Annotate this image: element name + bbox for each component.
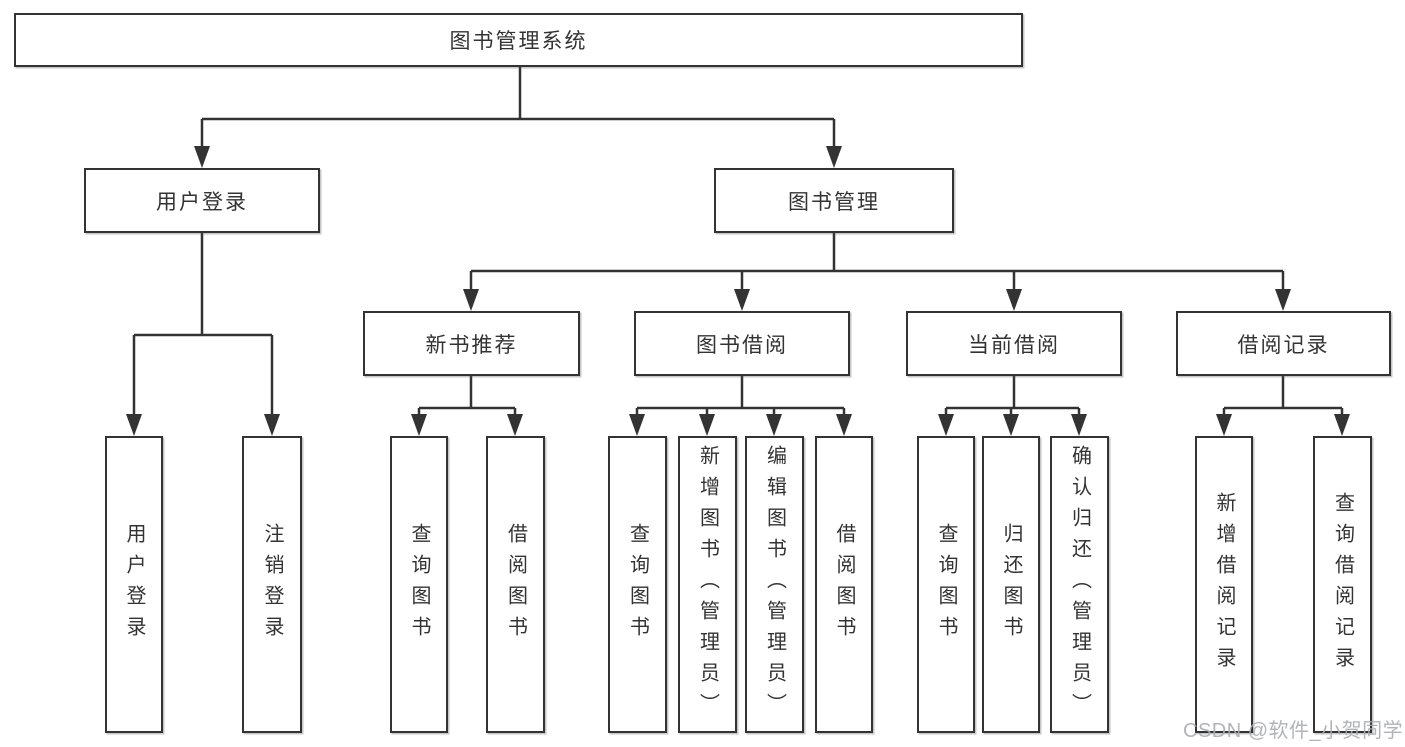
arrowhead-icon [734,289,750,311]
node-book-borrow-label: 图书借阅 [696,333,788,357]
leaf-return-book-label: 归还图书 [1000,522,1022,647]
leaf-newbooks-query: 查询图书 [390,436,448,733]
leaf-borrow-edit-book-admin-label: 编辑图书（管理员） [763,445,786,724]
leaf-user-login-label: 用户登录 [123,522,145,647]
arrowhead-icon [1006,289,1022,311]
node-root: 图书管理系统 [14,13,1023,67]
leaf-borrow-query-label: 查询图书 [626,522,649,647]
leaf-borrow-book: 借阅图书 [815,436,873,733]
connector-bookborrow-to-leaves [635,376,846,418]
arrowhead-icon [411,414,427,436]
arrowhead-icon [826,146,842,168]
node-borrow-records: 借阅记录 [1176,311,1391,376]
arrowhead-icon [629,414,645,436]
connector-currentborrow-to-leaves [944,376,1081,418]
leaf-add-borrow-record-label: 新增借阅记录 [1213,491,1235,678]
arrowhead-icon [463,289,479,311]
arrowhead-icon [1334,414,1350,436]
connector-userlogin-to-leaves [132,233,274,418]
node-root-label: 图书管理系统 [449,30,588,53]
leaf-confirm-return-admin: 确认归还（管理员） [1050,436,1109,733]
leaf-return-book: 归还图书 [982,436,1040,733]
arrowhead-icon [264,414,280,436]
node-book-management: 图书管理 [714,168,954,233]
node-book-borrow: 图书借阅 [634,311,850,376]
node-current-borrow: 当前借阅 [906,311,1122,376]
arrowhead-icon [126,414,142,436]
leaf-newbooks-borrow: 借阅图书 [486,436,545,733]
leaf-query-borrow-record-label: 查询借阅记录 [1331,491,1354,678]
arrowheads [126,146,1350,436]
node-user-login-label: 用户登录 [156,190,248,214]
arrowhead-icon [938,414,954,436]
arrowhead-icon [1216,414,1232,436]
node-borrow-records-label: 借阅记录 [1237,333,1330,357]
node-new-book-recommend-label: 新书推荐 [425,333,518,357]
leaf-query-borrow-record: 查询借阅记录 [1313,436,1372,733]
arrowhead-icon [1071,414,1087,436]
arrowhead-icon [836,414,852,436]
leaf-user-login: 用户登录 [105,436,163,733]
node-book-management-label: 图书管理 [788,190,880,214]
connector-newbooks-to-leaves [417,376,517,418]
leaf-borrow-edit-book-admin: 编辑图书（管理员） [745,436,804,733]
leaf-current-query-label: 查询图书 [935,522,957,647]
leaf-newbooks-query-label: 查询图书 [408,522,430,647]
leaf-add-borrow-record: 新增借阅记录 [1195,436,1253,733]
connector-root-to-level2 [200,67,836,150]
connector-bookmgmt-to-level3 [469,233,1285,293]
node-new-book-recommend: 新书推荐 [363,311,580,376]
arrowhead-icon [1275,289,1291,311]
node-user-login: 用户登录 [84,168,320,233]
csdn-watermark: CSDN @软件_小贺同学 [1183,720,1404,742]
arrowhead-icon [766,414,782,436]
leaf-borrow-add-book-admin-label: 新增图书（管理员） [696,445,719,724]
leaf-newbooks-borrow-label: 借阅图书 [504,522,527,647]
leaf-current-query: 查询图书 [917,436,975,733]
leaf-confirm-return-admin-label: 确认归还（管理员） [1068,445,1091,724]
arrowhead-icon [507,414,523,436]
leaf-borrow-query: 查询图书 [608,436,667,733]
leaf-logout: 注销登录 [242,436,302,733]
leaf-logout-label: 注销登录 [261,522,283,647]
leaf-borrow-add-book-admin: 新增图书（管理员） [678,436,737,733]
arrowhead-icon [1003,414,1019,436]
node-current-borrow-label: 当前借阅 [968,333,1060,357]
connector-borrowrecords-to-leaves [1222,376,1344,418]
leaf-borrow-book-label: 借阅图书 [833,522,855,647]
arrowhead-icon [194,146,210,168]
arrowhead-icon [699,414,715,436]
